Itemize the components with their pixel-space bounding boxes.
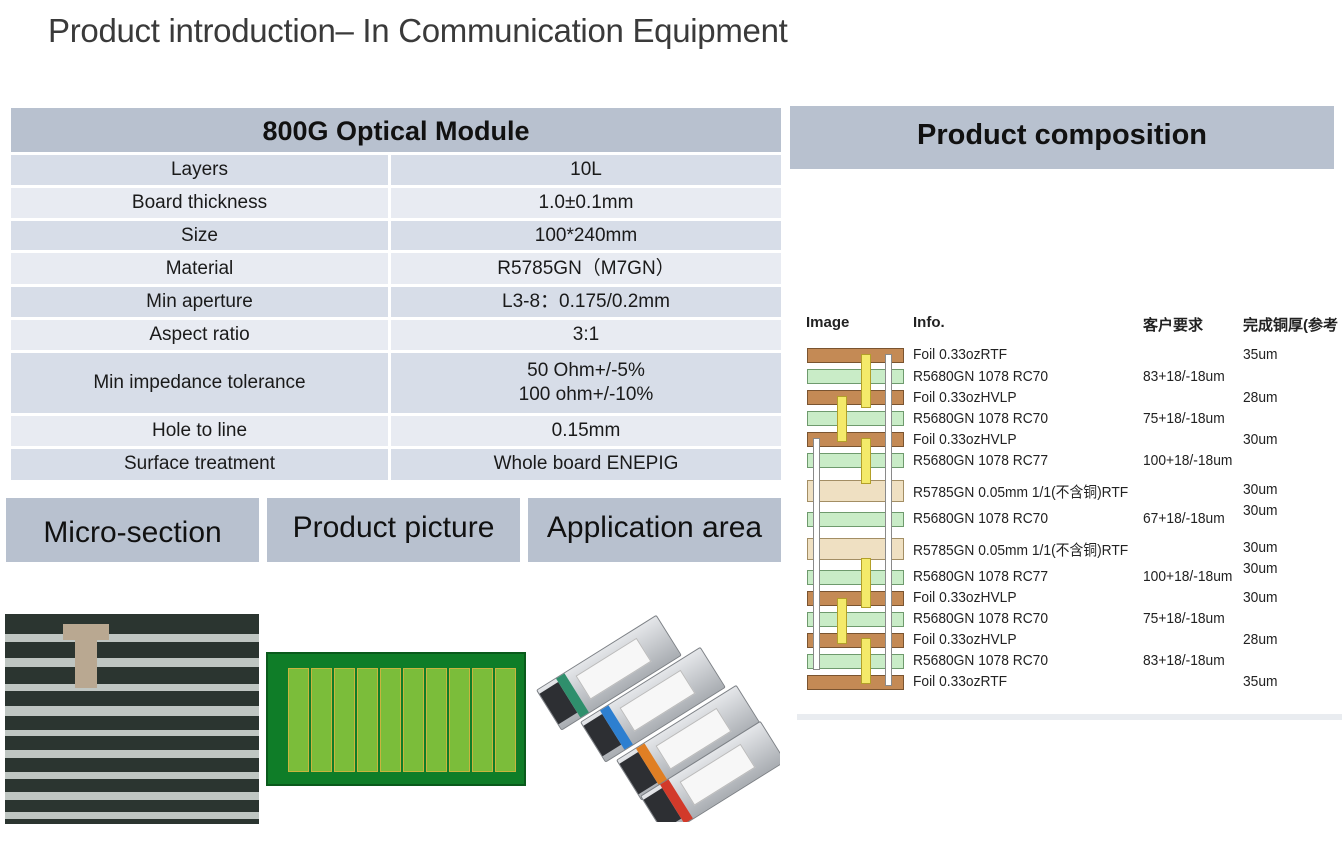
spec-value: 10L: [389, 152, 781, 187]
spec-row: Hole to line 0.15mm: [11, 413, 781, 448]
through-hole: [885, 354, 892, 686]
page-title: Product introduction– In Communication E…: [48, 12, 788, 49]
layer-info: R5785GN 0.05mm 1/1(不含铜)RTF: [913, 542, 1129, 559]
layer-info: R5680GN 1078 RC70: [913, 368, 1049, 385]
copper-layer: [807, 633, 904, 648]
spec-value: Whole board ENEPIG: [389, 446, 781, 480]
spec-label: Surface treatment: [11, 446, 391, 480]
layer-copper: 28um: [1243, 389, 1278, 406]
layer-info: Foil 0.33ozHVLP: [913, 431, 1017, 448]
core-layer: [807, 369, 904, 384]
col-header-requirement: 客户要求: [1143, 317, 1204, 334]
core-layer: [807, 570, 904, 585]
layer-requirement: 100+18/-18um: [1143, 452, 1233, 469]
through-hole: [813, 438, 820, 670]
spec-value-line-2: 100 ohm+/-10%: [518, 384, 654, 405]
composition-title: Product composition: [790, 106, 1334, 169]
layer-info: R5680GN 1078 RC70: [913, 610, 1049, 627]
spec-label: Board thickness: [11, 185, 391, 220]
micro-section-heading: Micro-section: [6, 498, 259, 562]
layer-info: R5785GN 0.05mm 1/1(不含铜)RTF: [913, 484, 1129, 501]
core-layer: [807, 612, 904, 627]
spec-label: Size: [11, 218, 391, 252]
spec-value: 50 Ohm+/-5% 100 ohm+/-10%: [389, 350, 781, 415]
spec-row: Min aperture L3-8：0.175/0.2mm: [11, 284, 781, 319]
microvia: [837, 598, 847, 644]
prepreg-layer: [807, 480, 904, 502]
spec-label: Hole to line: [11, 413, 391, 448]
spec-value: 100*240mm: [389, 218, 781, 252]
spec-row: Material R5785GN（M7GN）: [11, 250, 781, 286]
core-layer: [807, 411, 904, 426]
layer-copper: 30um: [1243, 481, 1278, 498]
col-header-finished: 完成铜厚(参考: [1243, 317, 1338, 334]
spec-table: 800G Optical Module Layers 10L Board thi…: [11, 108, 781, 480]
spec-row: Size 100*240mm: [11, 218, 781, 252]
stackup-diagram: Image Info. 客户要求 完成铜厚(参考 Foil 0.33ozRTF …: [797, 298, 1342, 720]
layer-info: R5680GN 1078 RC70: [913, 652, 1049, 669]
layer-copper: 35um: [1243, 673, 1278, 690]
spec-table-title: 800G Optical Module: [11, 108, 781, 152]
pcb-product-photo: [266, 652, 526, 786]
spec-label: Aspect ratio: [11, 317, 391, 352]
layer-copper: 30um: [1243, 539, 1278, 556]
layer-copper: 35um: [1243, 346, 1278, 363]
spec-label: Layers: [11, 152, 391, 187]
layer-copper: 28um: [1243, 631, 1278, 648]
spec-value: 1.0±0.1mm: [389, 185, 781, 220]
microvia: [861, 558, 871, 608]
layer-info: R5680GN 1078 RC77: [913, 568, 1049, 585]
layer-info: Foil 0.33ozHVLP: [913, 631, 1017, 648]
col-header-info: Info.: [913, 314, 945, 331]
spec-row: Layers 10L: [11, 152, 781, 187]
layer-info: R5680GN 1078 RC70: [913, 510, 1049, 527]
spec-row: Surface treatment Whole board ENEPIG: [11, 446, 781, 480]
layer-info: R5680GN 1078 RC77: [913, 452, 1049, 469]
spec-value: L3-8：0.175/0.2mm: [389, 284, 781, 319]
spec-label: Min impedance tolerance: [11, 350, 391, 415]
layer-info: Foil 0.33ozRTF: [913, 346, 1008, 363]
spec-label: Material: [11, 250, 391, 286]
prepreg-layer: [807, 538, 904, 560]
microvia: [837, 396, 847, 442]
application-area-heading: Application area: [528, 498, 781, 562]
copper-layer: [807, 432, 904, 447]
spec-value: R5785GN（M7GN）: [389, 250, 781, 286]
layer-info: Foil 0.33ozHVLP: [913, 389, 1017, 406]
core-layer: [807, 512, 904, 527]
copper-layer: [807, 591, 904, 606]
spec-value: 0.15mm: [389, 413, 781, 448]
copper-layer: [807, 675, 904, 690]
optical-transceiver-photo: [530, 610, 780, 822]
core-layer: [807, 453, 904, 468]
spec-row: Min impedance tolerance 50 Ohm+/-5% 100 …: [11, 350, 781, 415]
microvia: [861, 354, 871, 408]
copper-layer: [807, 348, 904, 363]
product-picture-heading: Product picture: [267, 498, 520, 562]
layer-info: Foil 0.33ozHVLP: [913, 589, 1017, 606]
microvia: [861, 438, 871, 484]
layer-requirement: 75+18/-18um: [1143, 610, 1225, 627]
layer-copper: 30um: [1243, 589, 1278, 606]
spec-row: Aspect ratio 3:1: [11, 317, 781, 352]
spec-row: Board thickness 1.0±0.1mm: [11, 185, 781, 220]
microvia: [861, 638, 871, 684]
layer-requirement: 75+18/-18um: [1143, 410, 1225, 427]
layer-requirement: 100+18/-18um: [1143, 568, 1233, 585]
layer-copper: 30um: [1243, 560, 1278, 577]
micro-section-photo: [5, 614, 259, 824]
layer-requirement: 83+18/-18um: [1143, 368, 1225, 385]
layer-requirement: 83+18/-18um: [1143, 652, 1225, 669]
layer-info: R5680GN 1078 RC70: [913, 410, 1049, 427]
col-header-image: Image: [806, 314, 850, 331]
layer-copper: 30um: [1243, 431, 1278, 448]
spec-value: 3:1: [389, 317, 781, 352]
layer-info: Foil 0.33ozRTF: [913, 673, 1008, 690]
core-layer: [807, 654, 904, 669]
copper-layer: [807, 390, 904, 405]
layer-copper: 30um: [1243, 502, 1278, 519]
spec-value-line-1: 50 Ohm+/-5%: [527, 360, 645, 381]
spec-label: Min aperture: [11, 284, 391, 319]
layer-requirement: 67+18/-18um: [1143, 510, 1225, 527]
